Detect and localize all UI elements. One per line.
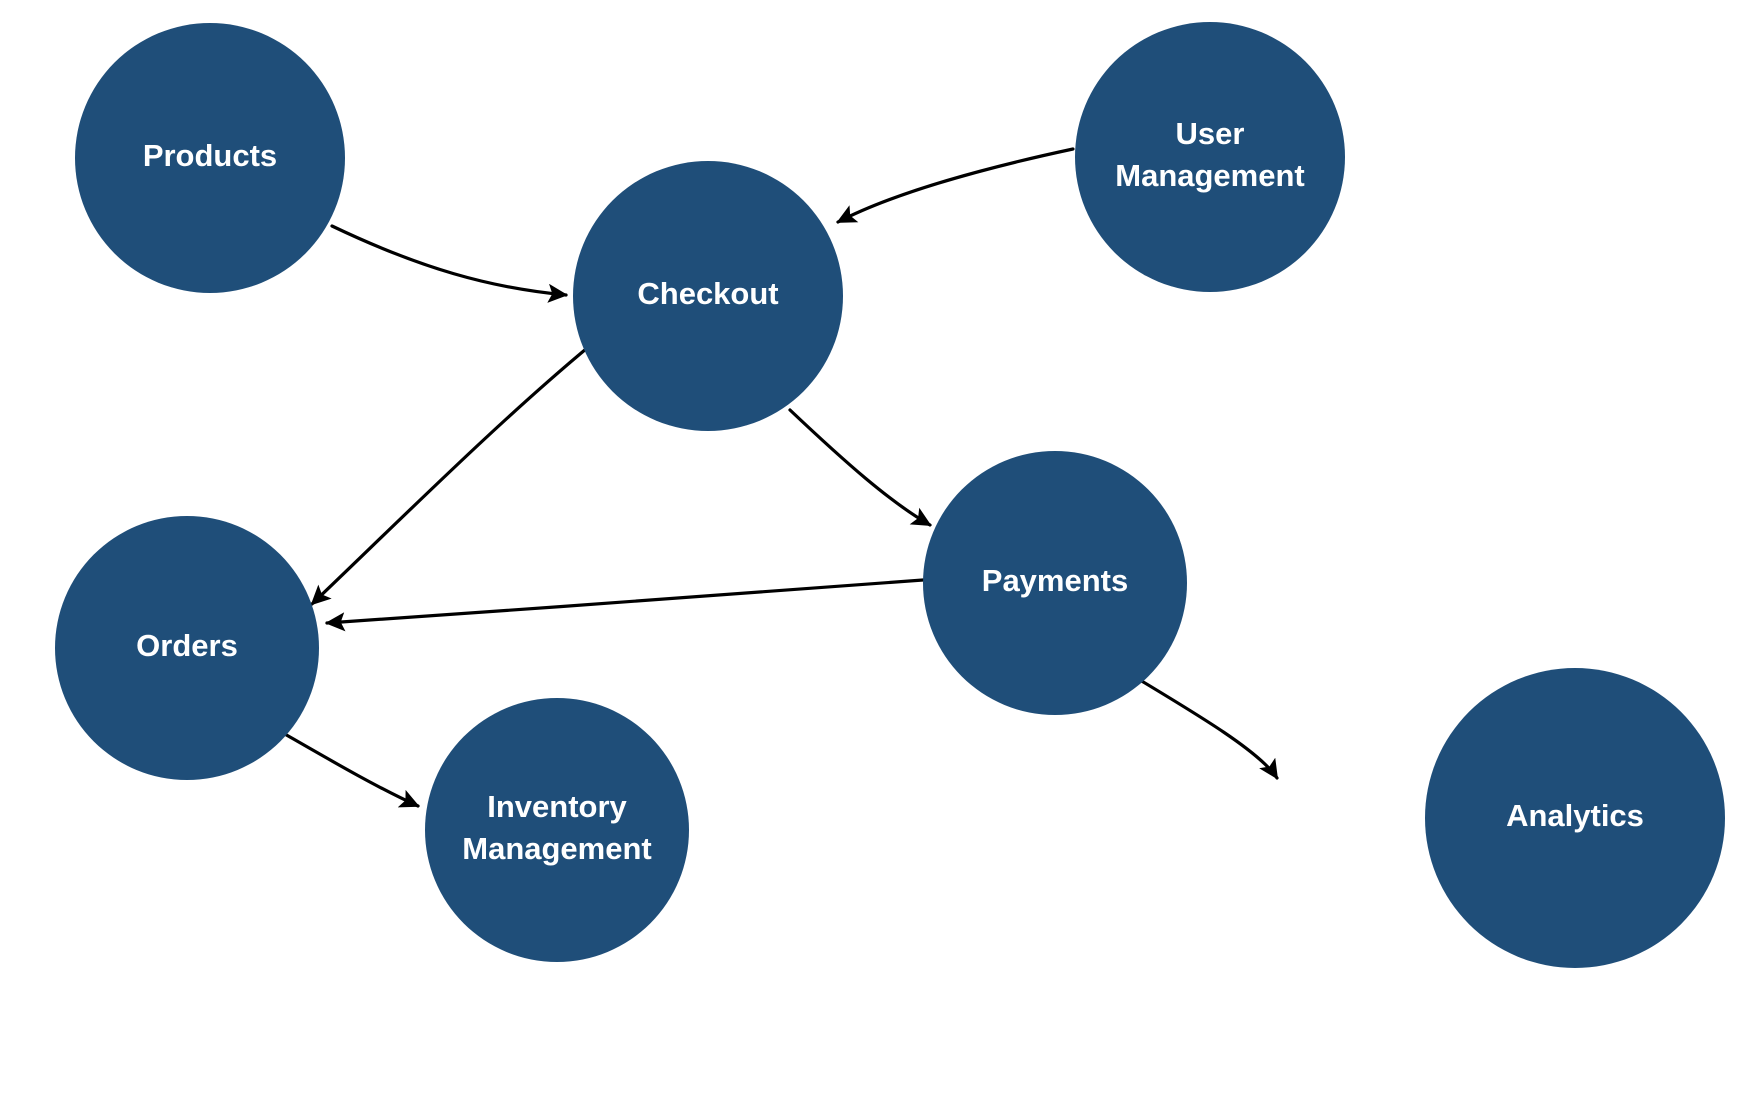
node-products[interactable]: Products	[75, 23, 345, 293]
node-orders[interactable]: Orders	[55, 516, 319, 780]
node-label-inventory: Inventory	[487, 789, 627, 824]
edges-layer	[281, 147, 1279, 808]
node-label-inventory: Management	[462, 831, 651, 866]
edge-checkout-to-orders	[310, 342, 594, 606]
edge-checkout-to-payments	[788, 408, 932, 527]
node-checkout[interactable]: Checkout	[573, 161, 843, 431]
edge-payments-to-analytics	[1133, 675, 1279, 780]
node-circle-checkout[interactable]	[573, 161, 843, 431]
node-label-user_mgmt: User	[1176, 116, 1245, 151]
node-analytics[interactable]: Analytics	[1425, 668, 1725, 968]
node-circle-orders[interactable]	[55, 516, 319, 780]
node-label-orders: Orders	[136, 628, 238, 663]
node-label-checkout: Checkout	[637, 276, 778, 311]
edge-products-to-checkout	[330, 224, 568, 303]
node-payments[interactable]: Payments	[923, 451, 1187, 715]
node-circle-user_mgmt[interactable]	[1075, 22, 1345, 292]
node-label-payments: Payments	[982, 563, 1128, 598]
node-circle-analytics[interactable]	[1425, 668, 1725, 968]
edge-payments-to-orders	[325, 578, 925, 632]
node-circle-products[interactable]	[75, 23, 345, 293]
node-label-analytics: Analytics	[1506, 798, 1644, 833]
node-label-user_mgmt: Management	[1115, 158, 1304, 193]
edge-usermgmt-to-checkout	[836, 147, 1075, 224]
edge-orders-to-inventory	[281, 731, 420, 808]
node-label-products: Products	[143, 138, 277, 173]
node-circle-payments[interactable]	[923, 451, 1187, 715]
node-circle-inventory[interactable]	[425, 698, 689, 962]
nodes-layer: ProductsCheckoutUserManagementOrdersPaym…	[55, 22, 1725, 968]
